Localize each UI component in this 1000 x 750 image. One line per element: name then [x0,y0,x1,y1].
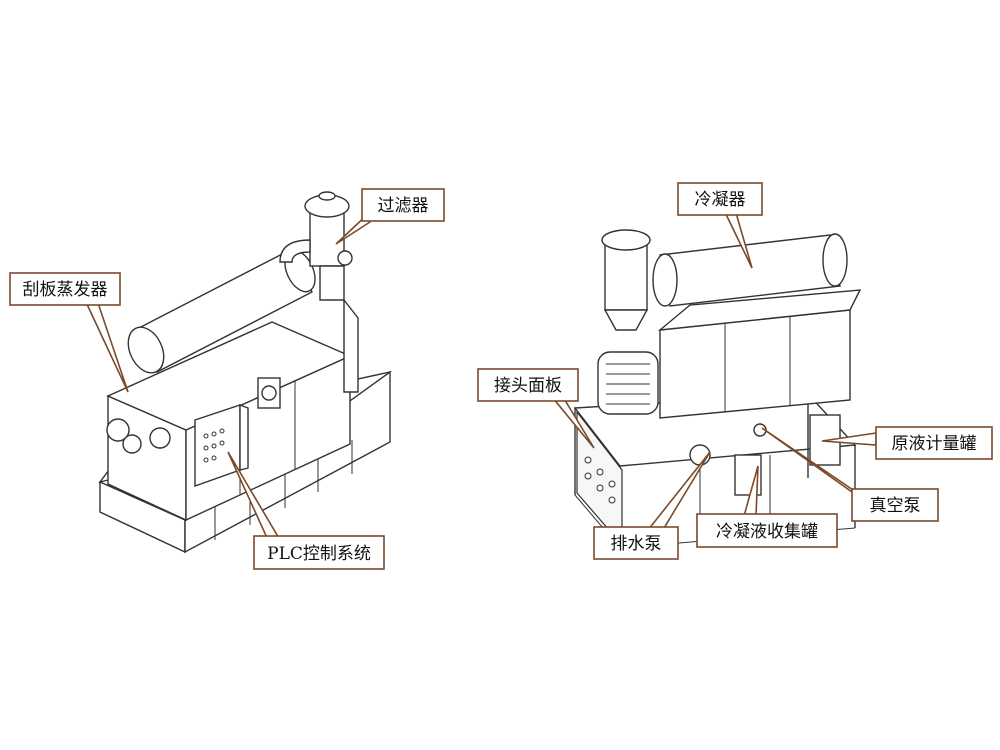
label-plc-control-system: PLC控制系统 [227,451,385,570]
label-scraper-evaporator: 刮板蒸发器 [9,272,129,393]
left-machine [98,191,392,554]
label-vacuum-pump-text: 真空泵 [870,496,921,516]
label-filter: 过滤器 [335,188,445,245]
label-vacuum-pump: 真空泵 [761,427,939,522]
label-condenser: 冷凝器 [677,182,763,269]
label-filter-text: 过滤器 [378,196,429,216]
label-raw-liquid-metering-tank: 原液计量罐 [821,426,993,460]
label-connector-panel: 接头面板 [477,368,595,449]
label-raw-liquid-metering-tank-text: 原液计量罐 [892,434,977,454]
label-scraper-evaporator-text: 刮板蒸发器 [23,280,108,300]
label-drain-pump: 排水泵 [593,451,711,560]
label-drain-pump-text: 排水泵 [611,534,662,554]
right-machine [573,229,862,549]
label-condensate-collection-tank: 冷凝液收集罐 [696,465,838,548]
label-condensate-collection-tank-text: 冷凝液收集罐 [716,522,818,542]
label-connector-panel-text: 接头面板 [494,376,562,396]
label-condenser-text: 冷凝器 [695,190,746,210]
label-plc-control-system-text: PLC控制系统 [267,544,371,564]
